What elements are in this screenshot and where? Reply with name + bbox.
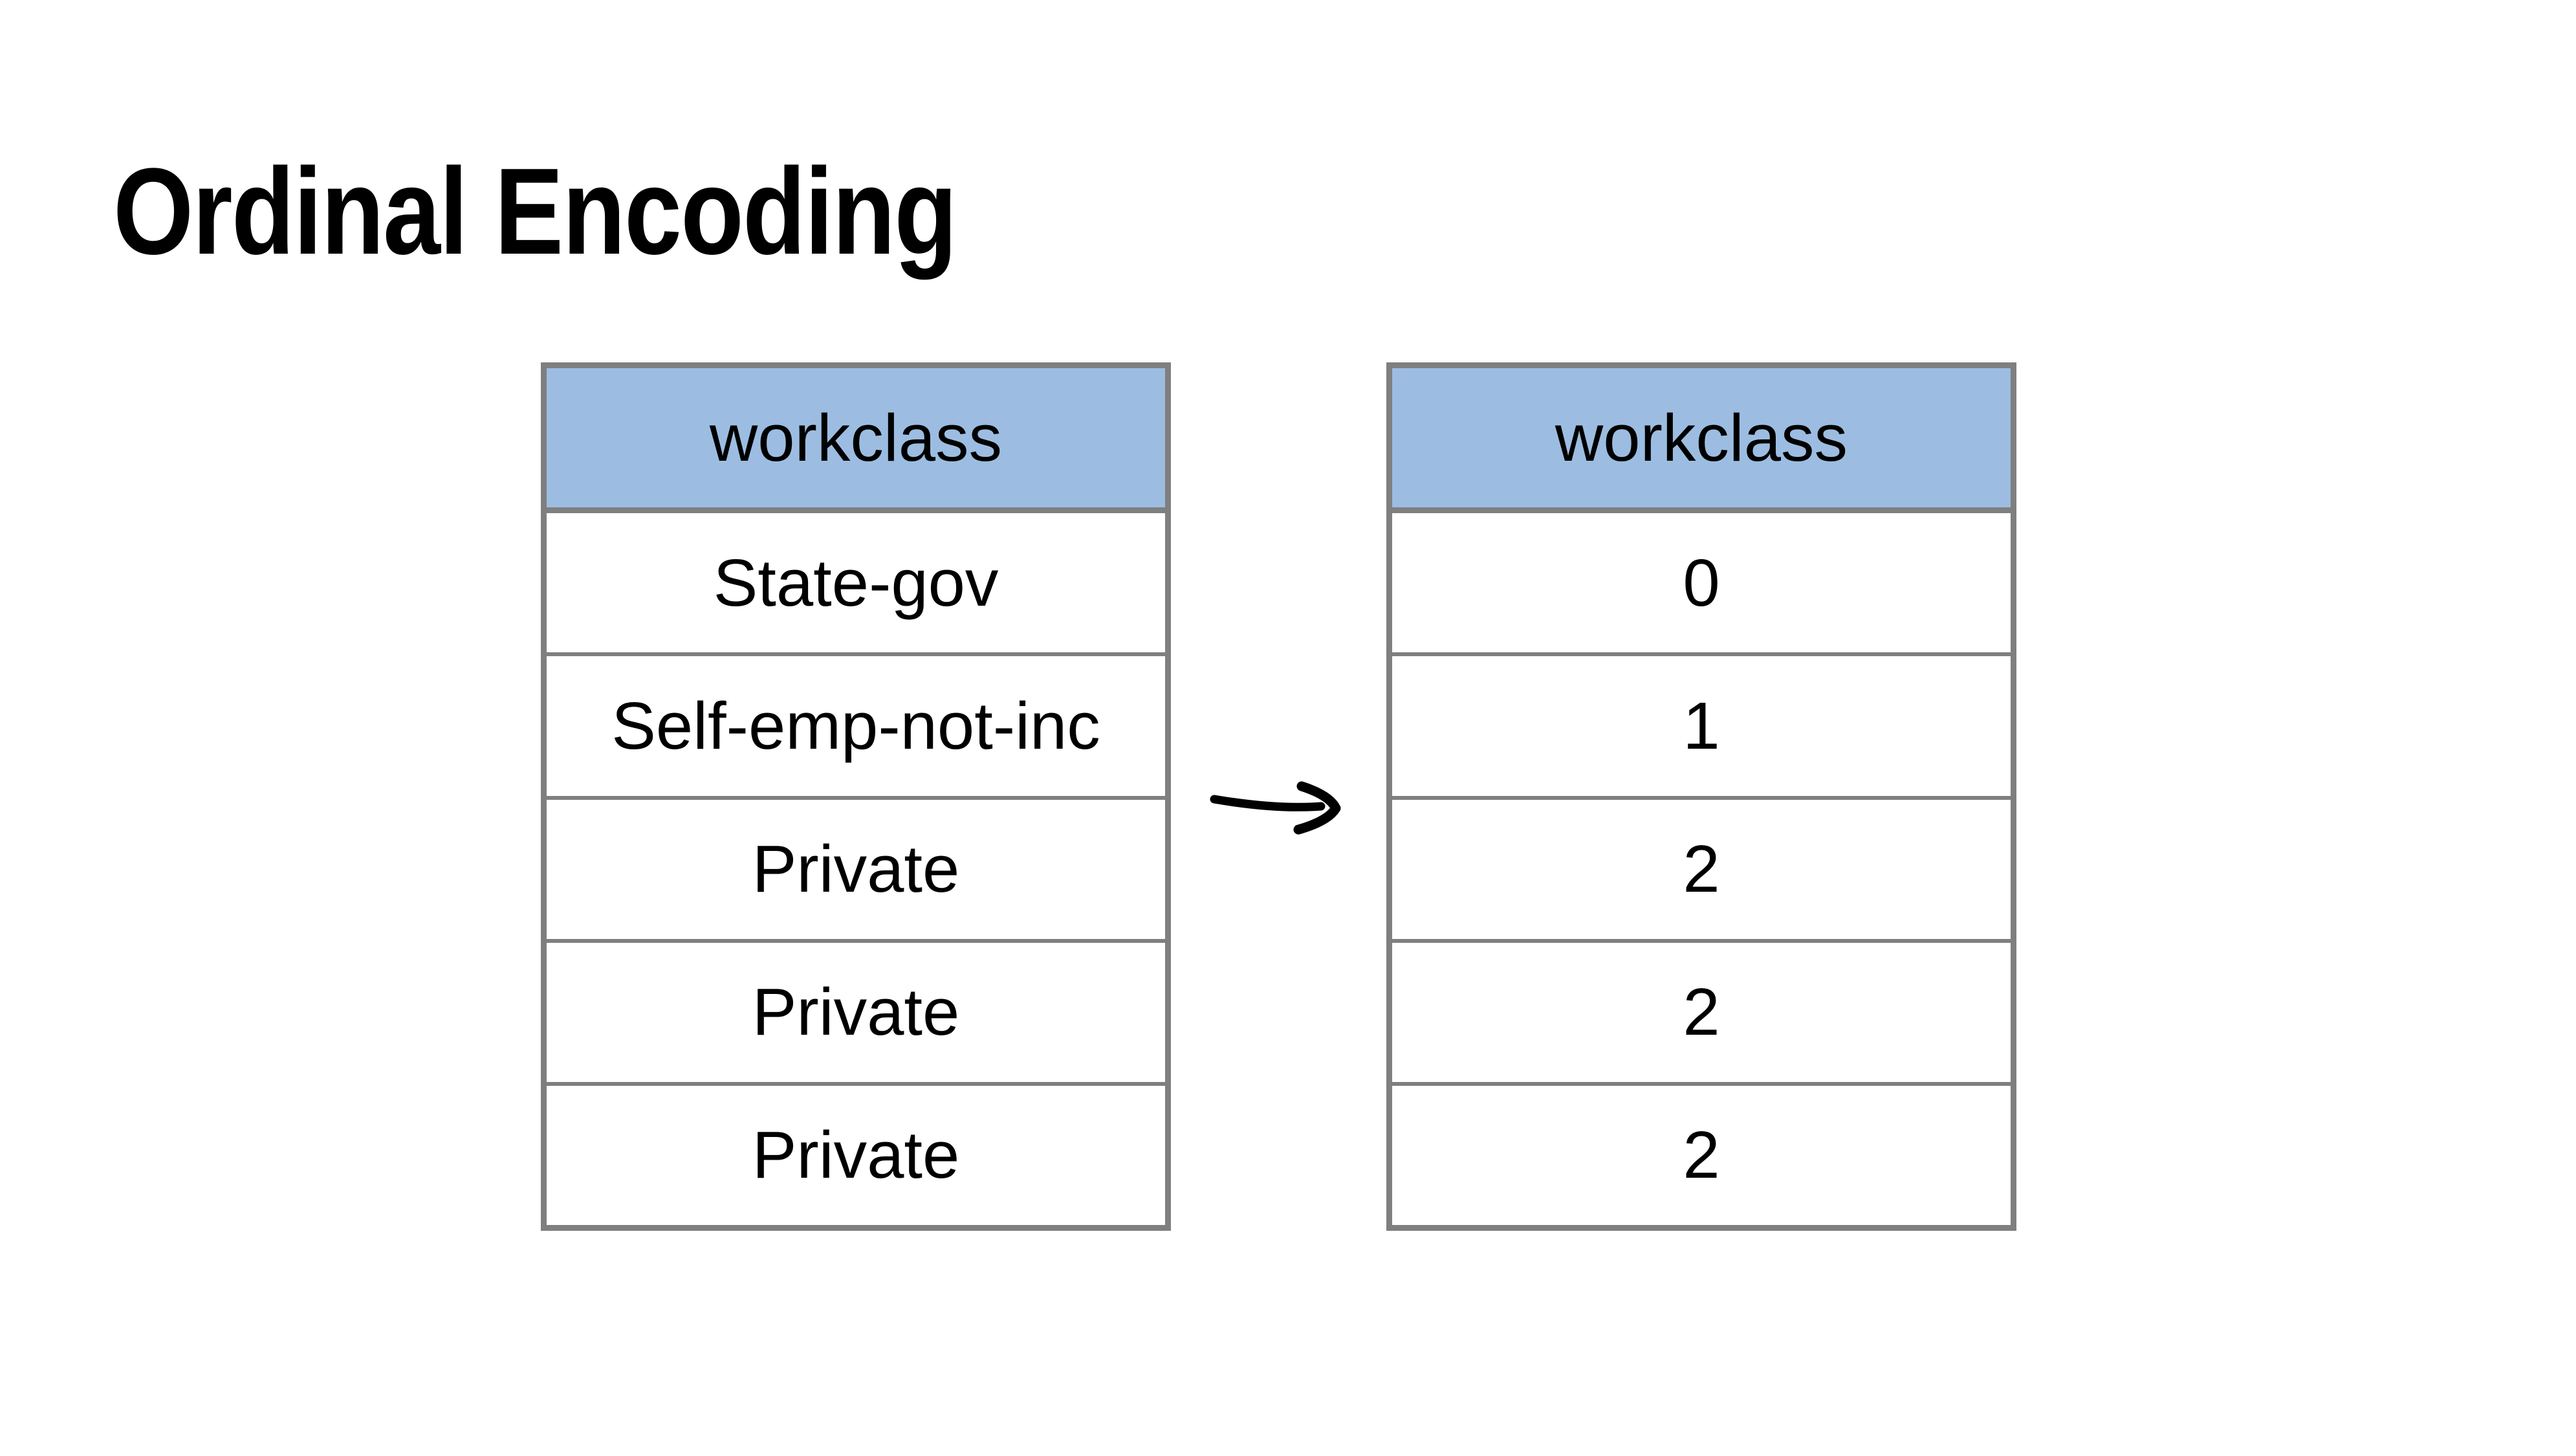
table-header-cell: workclass: [547, 368, 1165, 508]
encoded-table: workclass 0 1 2 2 2: [1386, 362, 2016, 1231]
slide-title: Ordinal Encoding: [113, 143, 957, 280]
table-cell: State-gov: [547, 507, 1165, 653]
table-cell: Private: [547, 938, 1165, 1082]
table-cell: Private: [547, 1081, 1165, 1226]
right-arrow-icon: [1197, 764, 1352, 848]
table-cell: 0: [1392, 507, 2011, 653]
table-cell: Private: [547, 795, 1165, 939]
source-table: workclass State-gov Self-emp-not-inc Pri…: [541, 362, 1171, 1231]
table-header-cell: workclass: [1392, 368, 2011, 508]
table-cell: 2: [1392, 1081, 2011, 1226]
table-cell: 2: [1392, 938, 2011, 1082]
table-cell: Self-emp-not-inc: [547, 652, 1165, 796]
table-cell: 1: [1392, 652, 2011, 796]
table-cell: 2: [1392, 795, 2011, 939]
